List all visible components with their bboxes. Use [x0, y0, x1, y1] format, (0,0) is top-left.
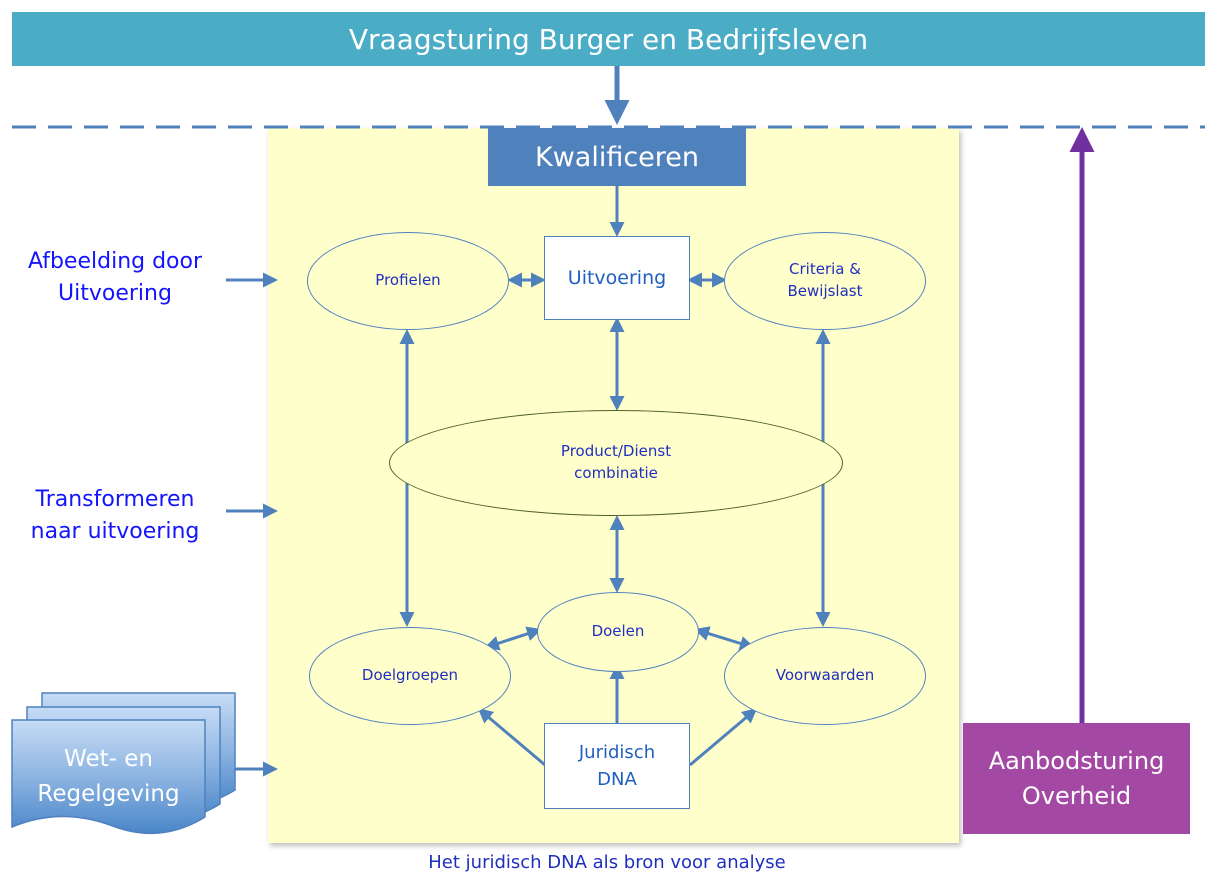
doelen-label: Doelen: [591, 622, 645, 641]
aanbodsturing-box: Aanbodsturing Overheid: [963, 723, 1190, 834]
juridisch-dna-line1: Juridisch: [578, 742, 656, 763]
voorwaarden-ellipse: Voorwaarden: [724, 627, 926, 725]
voorwaarden-label: Voorwaarden: [775, 666, 875, 685]
wet-label: Wet- en Regelgeving: [12, 742, 205, 811]
document-stack-icon: [11, 692, 236, 835]
afbeelding-line1: Afbeelding door: [27, 249, 203, 274]
product-dienst-line1: Product/Dienst: [560, 442, 672, 461]
doelgroepen-ellipse: Doelgroepen: [309, 627, 511, 725]
uitvoering-label: Uitvoering: [567, 267, 667, 289]
transformeren-line1: Transformeren: [35, 487, 195, 512]
doelen-ellipse: Doelen: [537, 592, 699, 672]
transformeren-line2: naar uitvoering: [30, 518, 200, 544]
criteria-label-line2: Bewijslast: [787, 282, 863, 300]
uitvoering-box: Uitvoering: [544, 236, 690, 320]
transformeren-label: Transformeren naar uitvoering: [2, 484, 228, 548]
wet-line2: Regelgeving: [37, 780, 180, 807]
afbeelding-line2: Uitvoering: [58, 280, 172, 306]
doelgroepen-label: Doelgroepen: [361, 666, 459, 685]
kwalificeren-box: Kwalificeren: [488, 128, 746, 186]
profielen-label: Profielen: [375, 271, 441, 290]
criteria-ellipse: Criteria & Bewijslast: [724, 232, 926, 330]
caption: Het juridisch DNA als bron voor analyse: [428, 852, 786, 873]
product-dienst-ellipse: Product/Dienst combinatie: [389, 410, 843, 516]
wet-line1: Wet- en: [64, 746, 153, 772]
arrow-dna-voorwaarden: [689, 708, 758, 767]
product-dienst-line2: combinatie: [574, 464, 658, 482]
criteria-label-line1: Criteria &: [789, 260, 861, 279]
top-banner: Vraagsturing Burger en Bedrijfsleven: [12, 12, 1205, 66]
aanbodsturing-line2: Overheid: [1021, 781, 1132, 810]
arrow-doelgroepen-doelen: [484, 626, 542, 651]
profielen-ellipse: Profielen: [307, 232, 509, 330]
aanbodsturing-line1: Aanbodsturing: [988, 746, 1165, 775]
juridisch-dna-box: Juridisch DNA: [544, 723, 690, 809]
arrow-doelen-voorwaarden: [694, 626, 755, 651]
afbeelding-label: Afbeelding door Uitvoering: [2, 246, 228, 310]
juridisch-dna-line2: DNA: [597, 769, 637, 790]
kwalificeren-label: Kwalificeren: [534, 141, 700, 173]
top-banner-label: Vraagsturing Burger en Bedrijfsleven: [348, 22, 869, 56]
arrow-dna-doelgroepen: [477, 708, 546, 767]
